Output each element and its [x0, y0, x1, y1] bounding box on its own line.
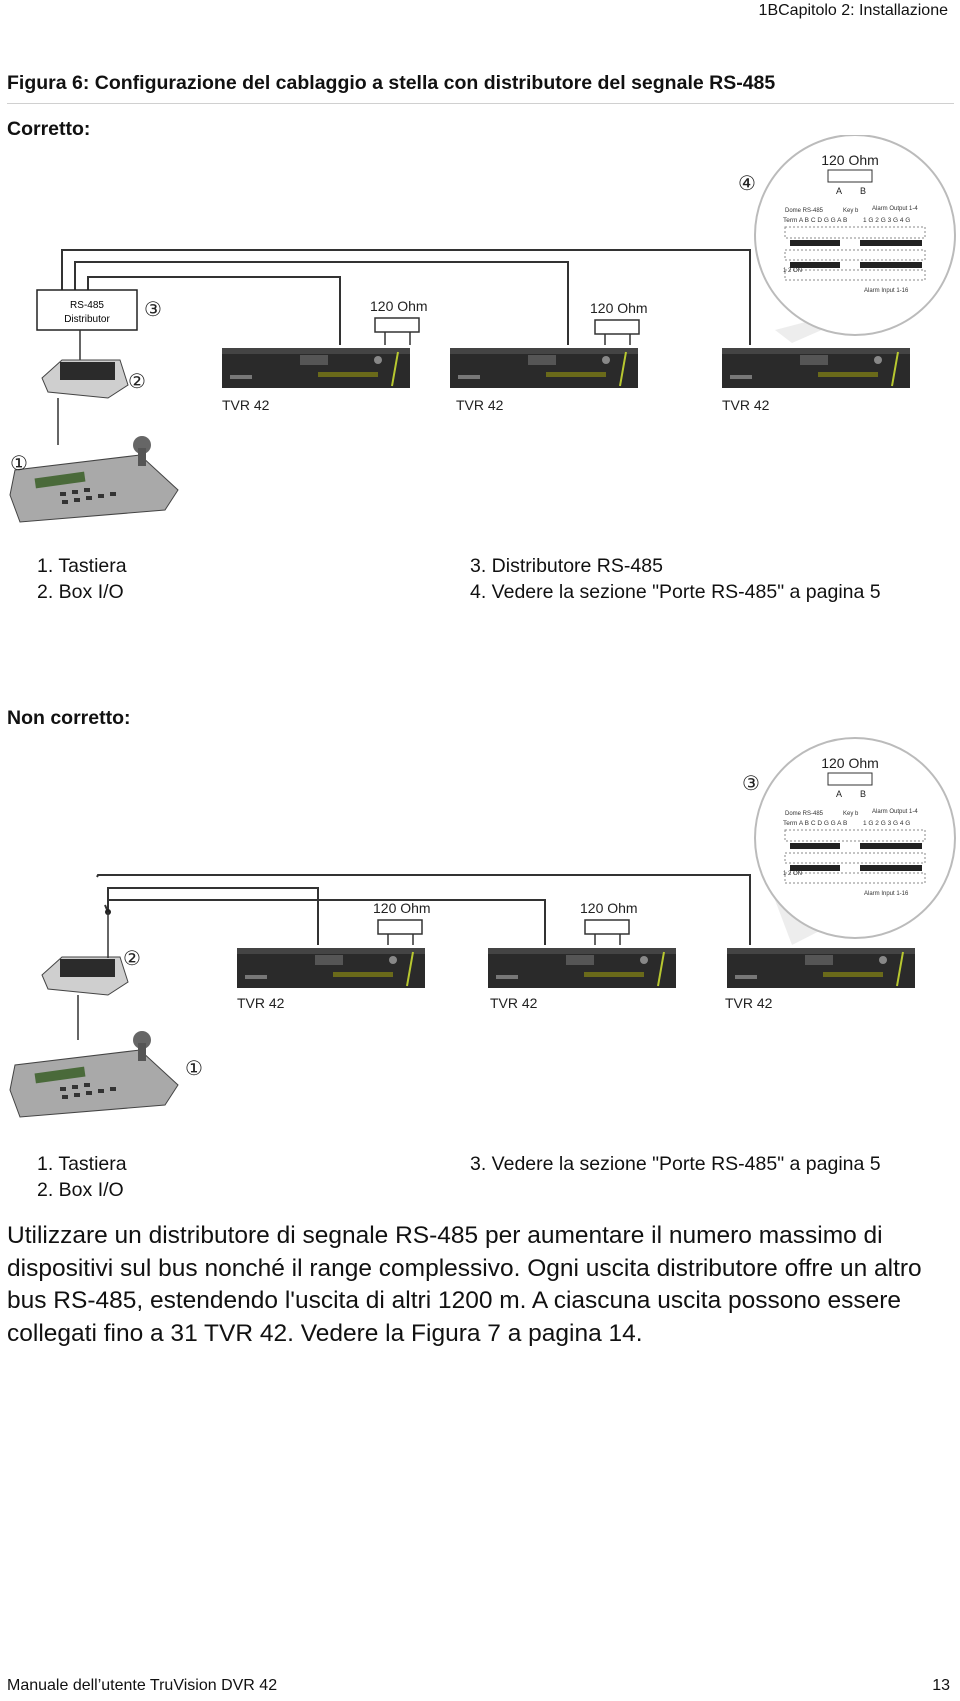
io-box-device	[41, 956, 129, 996]
svg-text:1 2 ON: 1 2 ON	[783, 268, 802, 274]
dvr-unit-3: TVR 42	[725, 948, 915, 1011]
io-box-device	[41, 359, 129, 399]
legend-item-3: 3. Distributore RS-485	[470, 555, 663, 577]
correct-wiring-diagram: RS-485 Distributor ③ ② ① ④ 120 Ohm 120 O…	[9, 135, 956, 523]
legend-item-3: 3. Vedere la sezione "Porte RS-485" a pa…	[470, 1153, 881, 1175]
chapter-header: 1BCapitolo 2: Installazione	[758, 2, 948, 19]
svg-text:Key b: Key b	[843, 208, 859, 214]
resistor-120-ohm-1: 120 Ohm	[370, 298, 428, 345]
dvr-unit-3: TVR 42	[722, 348, 910, 413]
legend-item-1: 1. Tastiera	[37, 1153, 127, 1175]
svg-text:1 2 ON: 1 2 ON	[783, 871, 802, 877]
dvr-unit-2: TVR 42	[488, 948, 676, 1011]
dvr-unit-1: TVR 42	[237, 948, 425, 1011]
incorrect-bus-wires	[96, 874, 751, 945]
legend-item-2: 2. Box I/O	[37, 581, 124, 603]
svg-text:TVR 42: TVR 42	[725, 995, 773, 1011]
rs485-port-detail-1: 120 Ohm A B Dome RS-485 Key b Alarm Outp…	[754, 135, 956, 336]
legend-item-1: 1. Tastiera	[37, 555, 127, 577]
legend-item-4: 4. Vedere la sezione "Porte RS-485" a pa…	[470, 581, 881, 603]
svg-text:Term A B C D G G A B: Term A B C D G G A B	[783, 217, 847, 224]
svg-text:RS-485: RS-485	[70, 300, 104, 311]
callout-2: ②	[123, 948, 141, 970]
svg-text:120 Ohm: 120 Ohm	[821, 152, 879, 168]
svg-text:B: B	[860, 789, 866, 799]
figure-title: Figura 6: Configurazione del cablaggio a…	[7, 72, 776, 94]
svg-text:120 Ohm: 120 Ohm	[580, 900, 638, 916]
callout-4: ④	[738, 173, 756, 195]
svg-text:Alarm Input 1-16: Alarm Input 1-16	[864, 891, 909, 897]
dvr-unit-1: TVR 42	[222, 348, 410, 413]
svg-text:Key b: Key b	[843, 811, 859, 817]
section-incorrect-heading: Non corretto:	[7, 707, 131, 729]
correct-bus-wires	[61, 249, 751, 345]
callout-1: ①	[10, 453, 28, 475]
svg-text:Alarm Output 1-4: Alarm Output 1-4	[872, 206, 918, 212]
body-paragraph: Utilizzare un distributore di segnale RS…	[7, 1222, 922, 1347]
svg-text:120 Ohm: 120 Ohm	[590, 300, 648, 316]
svg-text:Term A B C D G G A B: Term A B C D G G A B	[783, 820, 847, 827]
footer-manual-title: Manuale dell’utente TruVision DVR 42	[7, 1677, 278, 1694]
rs485-distributor: RS-485 Distributor	[36, 289, 138, 331]
svg-text:A: A	[836, 186, 842, 196]
callout-3: ③	[144, 299, 162, 321]
svg-text:TVR 42: TVR 42	[237, 995, 285, 1011]
divider	[7, 103, 954, 104]
svg-text:TVR 42: TVR 42	[722, 397, 770, 413]
callout-3: ③	[742, 773, 760, 795]
svg-text:120 Ohm: 120 Ohm	[373, 900, 431, 916]
legend-item-2: 2. Box I/O	[37, 1179, 124, 1201]
keyboard-device	[9, 436, 179, 523]
resistor-120-ohm-1: 120 Ohm	[373, 900, 431, 945]
svg-text:Distributor: Distributor	[64, 314, 110, 325]
svg-text:TVR 42: TVR 42	[490, 995, 538, 1011]
resistor-120-ohm-2: 120 Ohm	[580, 900, 638, 945]
keyboard-device	[9, 1031, 179, 1118]
svg-text:TVR 42: TVR 42	[222, 397, 270, 413]
svg-text:1 G 2 G 3 G 4 G: 1 G 2 G 3 G 4 G	[863, 820, 910, 827]
dvr-unit-2: TVR 42	[450, 348, 638, 413]
callout-1: ①	[185, 1058, 203, 1080]
callout-2: ②	[128, 371, 146, 393]
svg-text:B: B	[860, 186, 866, 196]
svg-text:1 G 2 G 3 G 4 G: 1 G 2 G 3 G 4 G	[863, 217, 910, 224]
svg-text:A: A	[836, 789, 842, 799]
svg-text:Dome RS-485: Dome RS-485	[785, 811, 824, 817]
svg-text:TVR 42: TVR 42	[456, 397, 504, 413]
resistor-120-ohm-2: 120 Ohm	[590, 300, 648, 345]
footer-page-number: 13	[932, 1677, 950, 1694]
incorrect-wiring-diagram: ② ① ③ 120 Ohm 120 Ohm TVR 42 TVR 42	[9, 737, 956, 1118]
svg-text:Alarm Input 1-16: Alarm Input 1-16	[864, 288, 909, 294]
svg-text:Alarm Output 1-4: Alarm Output 1-4	[872, 809, 918, 815]
svg-text:120 Ohm: 120 Ohm	[821, 755, 879, 771]
section-correct-heading: Corretto:	[7, 118, 91, 140]
rs485-port-detail-2: 120 Ohm A B Dome RS-485 Key b Alarm Outp…	[754, 737, 956, 939]
svg-text:Dome RS-485: Dome RS-485	[785, 208, 824, 214]
svg-text:120 Ohm: 120 Ohm	[370, 298, 428, 314]
